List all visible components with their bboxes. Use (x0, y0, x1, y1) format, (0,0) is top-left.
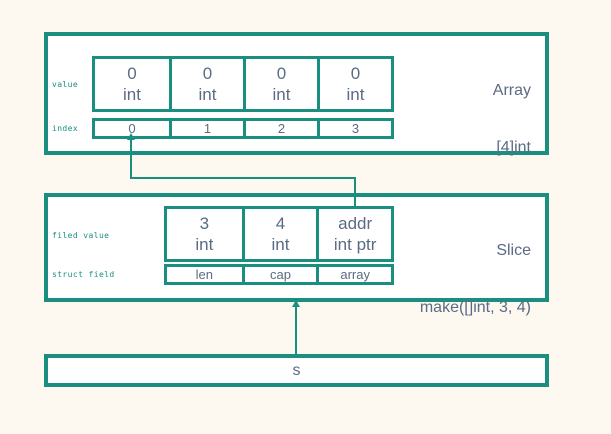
slice-value-cell: 3 int (167, 209, 242, 259)
slice-field-cell: len (167, 267, 242, 282)
array-pointer-connector-segment (354, 177, 356, 206)
variable-connector-segment (295, 306, 297, 354)
slice-field-cell: array (316, 267, 391, 282)
variable-group-box: s (44, 354, 549, 387)
slice-value-row: 3 int 4 int addr int ptr (164, 206, 394, 262)
slice-value-cell: 4 int (241, 209, 317, 259)
array-pointer-arrowhead-icon (127, 133, 135, 140)
array-index-cell: 3 (317, 121, 391, 136)
array-value-cell: 0 int (95, 59, 169, 109)
array-type-text: int (272, 85, 291, 104)
array-index-row: 0 1 2 3 (92, 118, 394, 139)
slice-value-text: addr (338, 214, 373, 233)
slice-type-text: int (195, 235, 214, 254)
variable-arrowhead-icon (292, 300, 300, 307)
slice-caption: Slice make([]int, 3, 4) (420, 203, 531, 355)
array-caption-title: Array (492, 82, 531, 99)
array-value-cell: 0 int (169, 59, 243, 109)
slice-value-cell: addr int ptr (316, 209, 391, 259)
array-index-cell: 0 (95, 121, 169, 136)
slice-caption-title: Slice (496, 242, 531, 259)
array-value-text: 0 (350, 64, 361, 83)
slice-type-text: int ptr (333, 235, 377, 254)
array-value-text: 0 (202, 64, 213, 83)
array-caption-type: [4]int (496, 139, 531, 156)
array-type-text: int (123, 85, 141, 104)
array-index-row-label: index (52, 124, 79, 133)
array-index-cell: 2 (243, 121, 317, 136)
slice-type-text: int (271, 235, 290, 254)
slice-value-text: 4 (275, 214, 286, 233)
array-value-text: 0 (276, 64, 287, 83)
slice-field-cell: cap (241, 267, 317, 282)
slice-value-row-label: filed value (52, 231, 110, 240)
slice-field-row: len cap array (164, 264, 394, 285)
array-type-text: int (346, 85, 365, 104)
array-pointer-connector-segment (130, 177, 356, 179)
array-value-cell: 0 int (317, 59, 391, 109)
array-value-text: 0 (127, 64, 137, 83)
array-value-cell: 0 int (243, 59, 317, 109)
variable-label: s (292, 362, 301, 379)
array-value-row: 0 int 0 int 0 int 0 int (92, 56, 394, 112)
slice-field-row-label: struct field (52, 270, 115, 279)
array-index-cell: 1 (169, 121, 243, 136)
array-type-text: int (198, 85, 217, 104)
slice-caption-type: make([]int, 3, 4) (419, 299, 531, 316)
array-pointer-connector-segment (130, 139, 132, 179)
slice-value-text: 3 (199, 214, 210, 233)
array-caption: Array [4]int (493, 43, 531, 195)
array-value-row-label: value (52, 80, 79, 89)
